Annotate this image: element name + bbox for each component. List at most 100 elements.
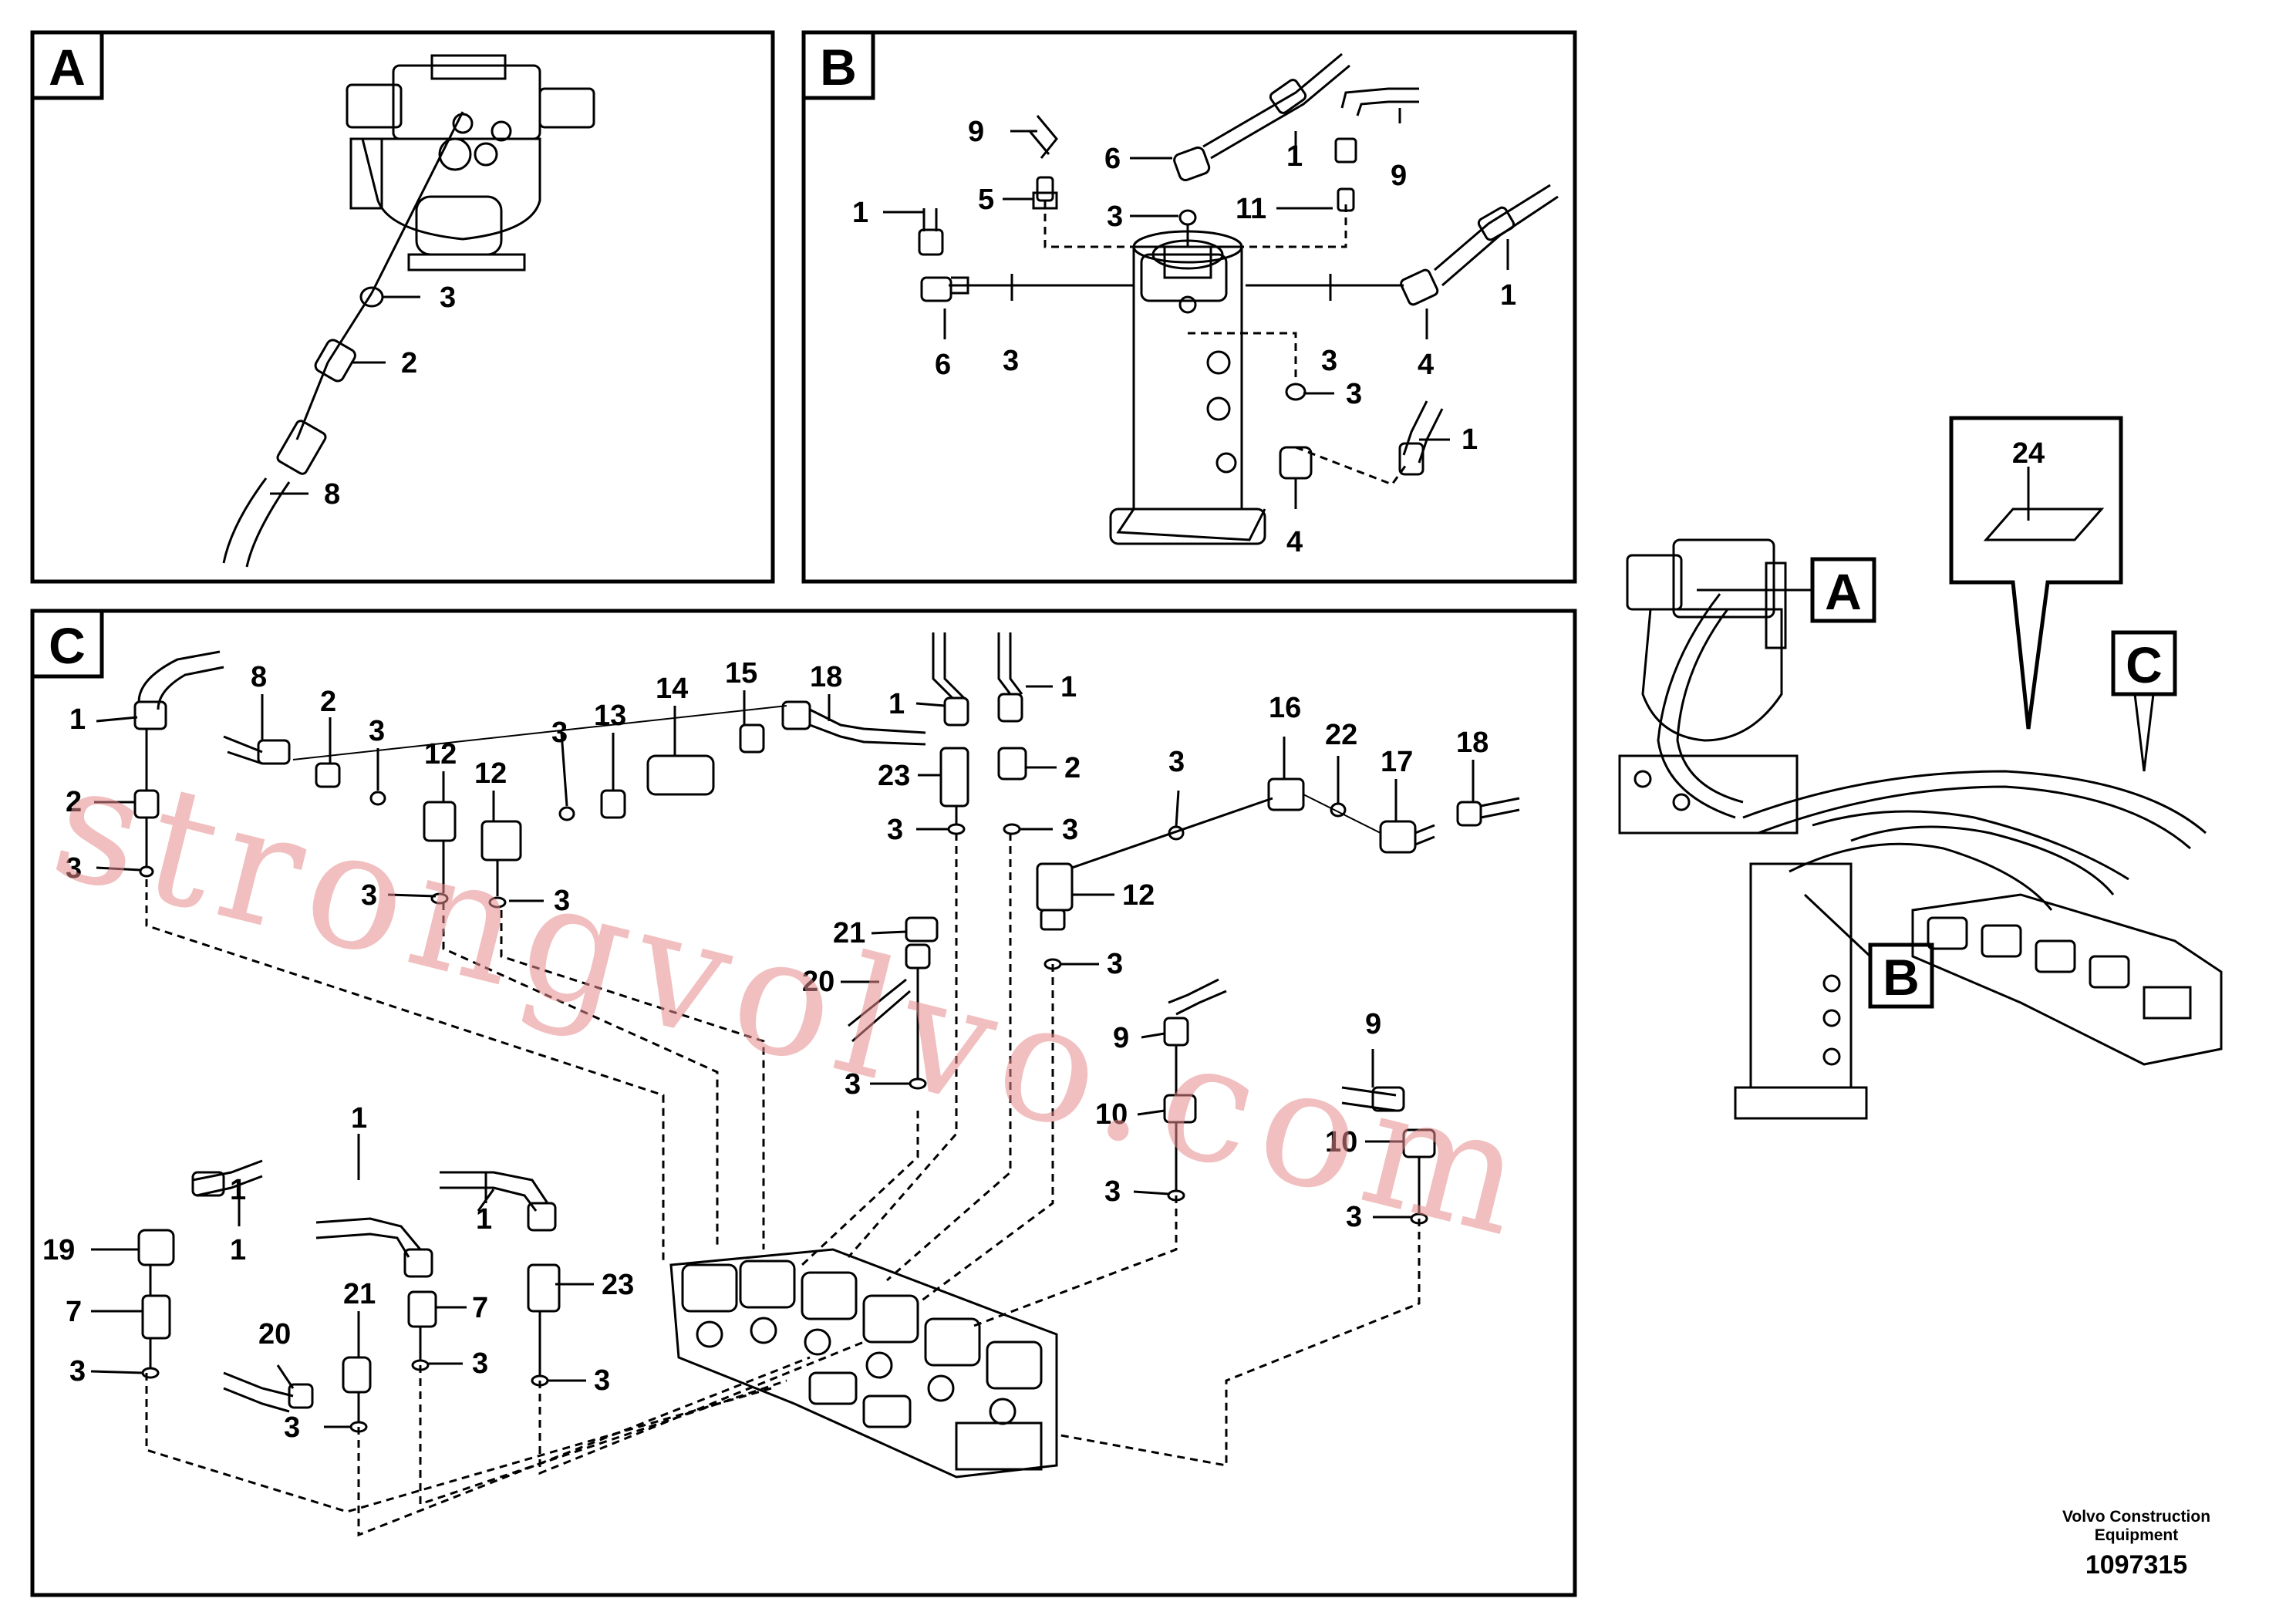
panel-a-tag: A [49,39,86,96]
control-valve-bank [669,1248,1058,1479]
callout-c-3f: 3 [887,814,903,846]
panel-b: B [801,30,1577,584]
callout-b-4b: 4 [1286,526,1303,558]
elbow-b6 [951,276,969,295]
callout-c-1f: 1 [230,1234,246,1266]
callout-c-23a: 23 [878,760,910,792]
callout-c-21a: 21 [833,917,865,949]
overview-tag-b-box [1868,943,1934,1009]
callout-b-9b: 9 [1391,160,1407,192]
callout-c-3a: 3 [66,852,82,885]
callout-c-3p: 3 [284,1411,300,1444]
o-ring-b [1178,209,1306,401]
callout-c-20a: 20 [802,966,834,998]
motor-assembly-a [346,54,595,271]
callout-c-1d: 1 [351,1102,367,1135]
elbow-b6b [1173,146,1211,182]
callout-leaders [90,685,1475,1428]
callout-c-13: 13 [594,700,626,732]
callout-c-1b: 1 [888,688,905,720]
callout-c-15: 15 [725,657,757,690]
overview-assembly [1618,416,2223,1120]
hose-b-low [1398,400,1444,476]
panel-c: C [30,609,1577,1597]
callout-b-6b: 6 [935,349,951,381]
panel-c-tag-box [30,609,104,679]
hose-b-top [1202,52,1350,160]
company-line-2: Equipment [2094,1526,2179,1544]
callout-a-hose: 8 [324,478,340,511]
callout-b-11: 11 [1236,193,1266,225]
panel-b-frame [801,30,1577,584]
callout-c-1c: 1 [1060,671,1077,703]
company-name: Volvo Construction Equipment [2036,1508,2237,1545]
panel-b-tag-box [801,30,875,100]
callout-b-5: 5 [978,184,994,216]
callout-c-10b: 10 [1325,1126,1357,1158]
overview-tag-a: A [1825,563,1862,620]
callout-c-12c: 12 [1122,879,1155,912]
callout-c-3g: 3 [1062,814,1078,846]
callout-c-16: 16 [1269,692,1301,724]
adapter-b5 [1032,176,1058,210]
callout-c-12b: 12 [474,757,507,790]
dashed-leaders [145,833,1421,1537]
callout-c-3n: 3 [472,1347,488,1380]
callout-a-ring: 3 [440,282,456,314]
callout-c-14: 14 [656,673,688,705]
panel-a: A [30,30,775,584]
callout-c-3c: 3 [551,717,568,749]
callout-c-19: 19 [42,1234,75,1266]
hose-chain-middle [848,632,1074,1090]
callout-c-21b: 21 [343,1278,376,1310]
watermark: strongvolvo.com [37,726,1551,1275]
callout-b-1b: 1 [1286,140,1303,173]
callout-c-3d: 3 [361,879,377,912]
callout-c-1g: 1 [230,1174,246,1206]
company-line-1: Volvo Construction [2062,1508,2211,1526]
callout-c-3l: 3 [1346,1201,1362,1233]
callout-c-22: 22 [1325,719,1357,751]
callout-c-17: 17 [1381,746,1413,778]
callout-c-2a: 2 [66,786,82,818]
callout-c-12a: 12 [424,738,457,771]
callout-b-3d: 3 [1346,378,1362,410]
adapter-b11 [1334,137,1357,212]
callout-c-3k: 3 [1104,1175,1121,1208]
decal-icon [1983,508,2105,541]
callout-c-3o: 3 [594,1364,610,1397]
callout-b-9a: 9 [968,116,984,148]
callout-c-3b: 3 [369,715,385,747]
callout-c-8: 8 [251,661,267,693]
panel-a-frame [30,30,775,584]
callout-c-20b: 20 [258,1318,291,1351]
document-number: 1097315 [2085,1550,2188,1580]
callout-b-6a: 6 [1104,143,1121,175]
callout-c-18b: 18 [1456,727,1489,759]
callout-c-10a: 10 [1095,1098,1128,1131]
hose-b-right-top [1340,87,1419,116]
o-ring-a [359,286,384,308]
callout-b-1d: 1 [1462,423,1478,456]
callout-c-23b: 23 [602,1269,634,1301]
callout-c-3h: 3 [1168,746,1185,778]
elbow-b4 [1400,268,1439,306]
callout-c-1e: 1 [476,1203,492,1236]
callout-c-2c: 2 [1064,752,1081,784]
panel-a-tag-box [30,30,104,100]
callout-b-3c: 3 [1321,345,1337,377]
panel-b-tag: B [820,39,857,96]
callout-c-7b: 7 [472,1292,488,1324]
callout-c-18a: 18 [810,661,842,693]
callout-b-1c: 1 [1500,279,1516,312]
label-callout-24: 24 [2012,437,2045,470]
callout-b-3a: 3 [1107,201,1123,233]
callout-c-3i: 3 [1107,948,1123,980]
callout-c-1a: 1 [69,703,86,736]
callout-c-3j: 3 [845,1068,861,1101]
callout-c-9a: 9 [1113,1022,1129,1054]
callout-c-3m: 3 [69,1355,86,1388]
callout-c-7a: 7 [66,1296,82,1328]
hose-chain-bottom-left [137,1159,561,1433]
